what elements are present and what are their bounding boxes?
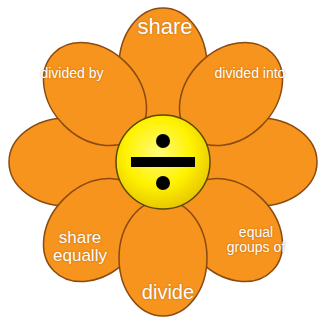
petal-node: divide xyxy=(103,198,223,318)
petal-label: equal groups of xyxy=(220,225,292,254)
petal-outline xyxy=(119,200,207,316)
petal-label: share equally xyxy=(48,229,112,265)
petal-label: divide xyxy=(142,282,194,303)
petal-label: divided by xyxy=(40,66,103,81)
centre-circle xyxy=(116,115,210,209)
petal-label: divided into xyxy=(215,66,286,81)
division-dot xyxy=(156,176,170,190)
division-bar xyxy=(131,157,195,167)
petal-label: share xyxy=(137,15,192,38)
division-dot xyxy=(156,134,170,148)
